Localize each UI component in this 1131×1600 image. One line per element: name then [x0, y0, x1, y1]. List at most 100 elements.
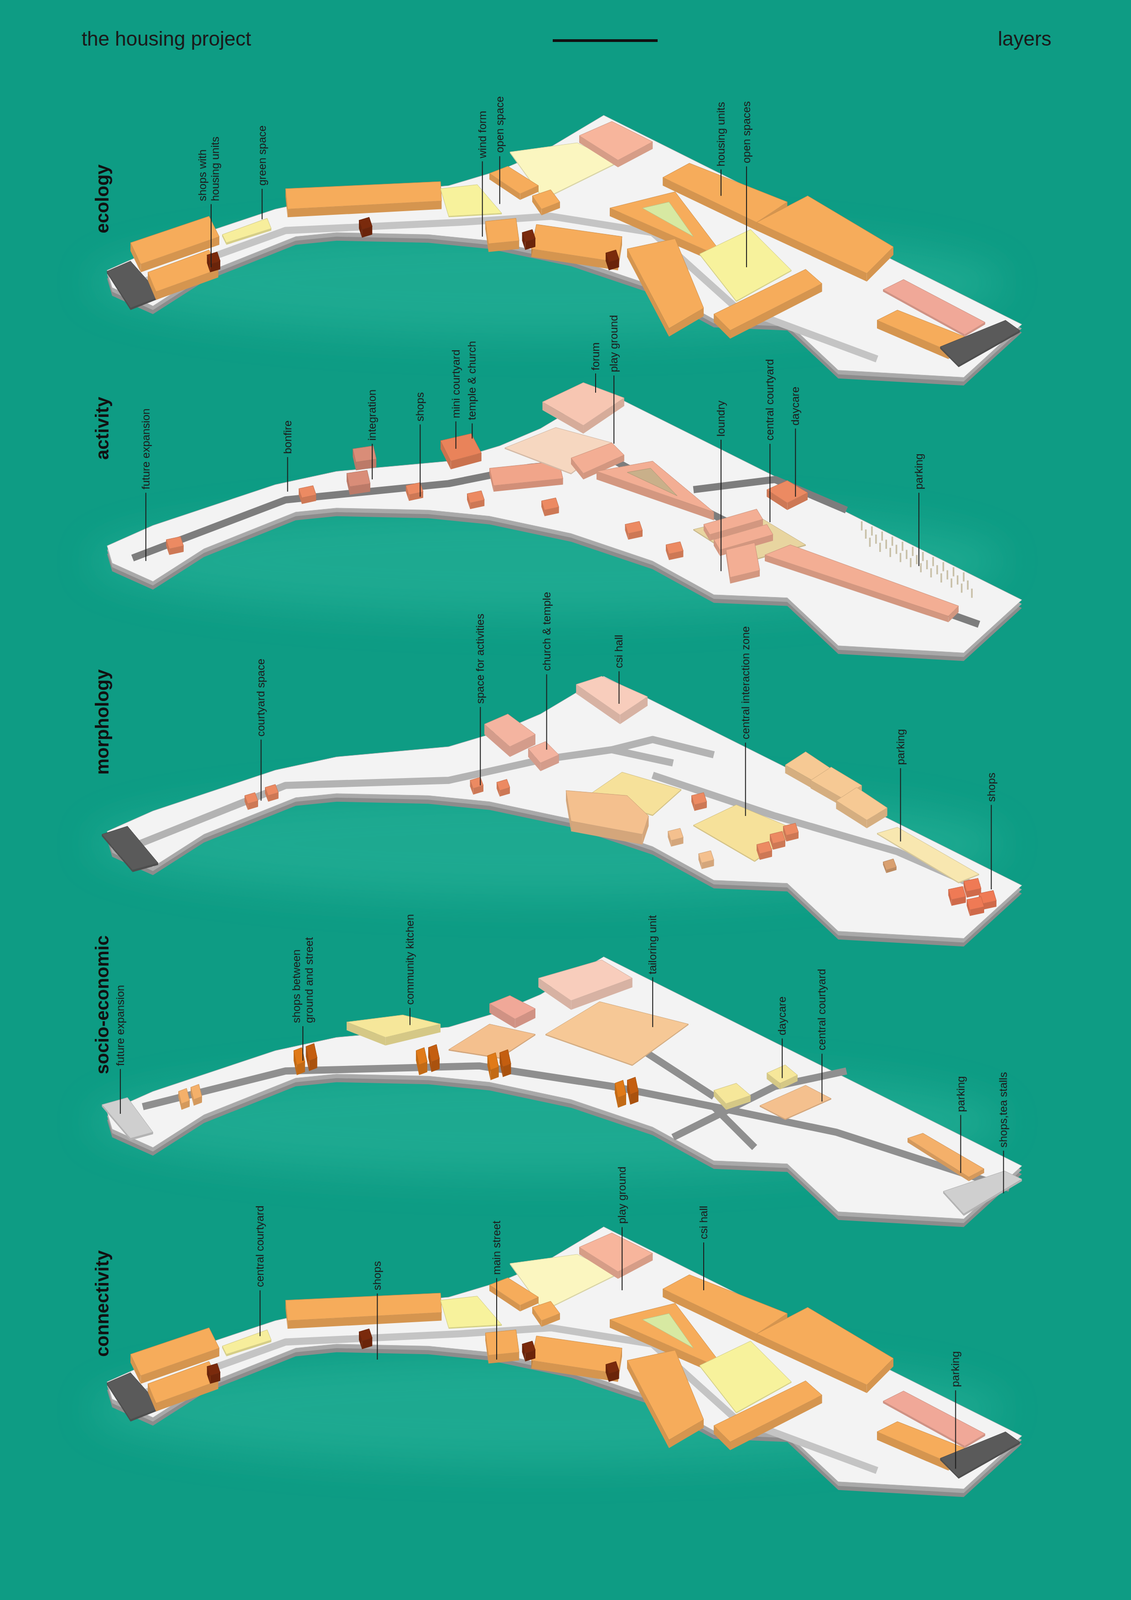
building-top	[531, 1335, 623, 1374]
building-top	[883, 858, 897, 871]
parking-post	[881, 531, 884, 541]
layer-plate: morphology	[86, 655, 1031, 962]
plate-illustration	[86, 936, 1031, 1243]
building-top	[605, 249, 619, 263]
building-top	[698, 850, 715, 863]
parking-post	[875, 534, 877, 544]
building-top	[264, 784, 279, 796]
building-top	[764, 544, 959, 617]
building-top	[963, 877, 981, 892]
parking-post	[946, 570, 949, 580]
building-top	[532, 1301, 560, 1321]
building-top	[545, 1001, 689, 1065]
building-top	[627, 467, 678, 496]
road	[132, 216, 877, 359]
callout-label: church & temple	[540, 591, 554, 671]
building-top	[222, 218, 271, 244]
leader-line	[720, 439, 722, 571]
label-anchor: bonfire	[287, 453, 322, 467]
leader-line	[261, 188, 263, 220]
parking-post	[942, 561, 945, 571]
label-anchor: daycare	[782, 1035, 821, 1048]
leader-line	[479, 706, 481, 786]
building-top	[285, 1293, 442, 1321]
label-anchor: csi hall	[618, 668, 653, 681]
building-top	[298, 485, 317, 498]
leader-line	[918, 492, 920, 566]
callout-label: open space	[493, 96, 507, 153]
leader-line	[745, 742, 747, 816]
building-top	[876, 827, 980, 883]
building-top	[538, 959, 633, 1001]
building-top	[484, 713, 536, 747]
label-anchor: layers	[997, 26, 1052, 51]
parking-post	[930, 568, 933, 578]
building-top	[522, 229, 536, 242]
callout-label: parking	[954, 1075, 968, 1112]
parking-post	[940, 573, 943, 583]
plate-top	[107, 676, 1023, 939]
plate-illustration	[86, 370, 1031, 677]
label-anchor: central courtyard	[821, 1050, 904, 1064]
label-anchor: shops	[377, 1290, 407, 1303]
leader-line	[546, 674, 548, 750]
leader-line	[794, 428, 796, 498]
parking-post	[916, 555, 919, 565]
layer-heading: morphology	[91, 669, 113, 775]
leader-line	[652, 977, 654, 1028]
parking-post	[895, 544, 898, 554]
building-top	[726, 542, 760, 578]
road	[612, 739, 715, 755]
building-top	[940, 320, 1020, 365]
label-anchor: central courtyard	[259, 1286, 342, 1300]
label-anchor: community kitchen	[409, 1004, 501, 1018]
building-top	[596, 461, 714, 513]
callout-label: shops between ground and street	[290, 924, 316, 1023]
road	[713, 1106, 755, 1147]
callout-label: wind form	[476, 110, 489, 159]
leader-line	[769, 443, 771, 523]
label-anchor: wind form	[482, 158, 530, 172]
building-top	[948, 886, 966, 900]
leader-line	[954, 1390, 956, 1469]
callout-label: parking	[912, 453, 926, 490]
leader-line	[145, 492, 147, 561]
label-anchor: play ground	[622, 1223, 680, 1237]
building-top	[207, 1363, 221, 1376]
callout-label: temple & church	[465, 341, 479, 421]
callout-label: tailoring unit	[646, 914, 659, 974]
label-anchor: shops,tea stalls	[1003, 1147, 1079, 1161]
parking-post	[962, 572, 965, 582]
leader-line	[259, 1290, 261, 1336]
label-anchor: shops between ground and street	[302, 1022, 401, 1049]
layer-heading: socio-economic	[91, 934, 113, 1074]
road	[142, 1065, 1010, 1189]
parking-post	[869, 537, 872, 547]
building-top	[575, 676, 648, 716]
callout-label: central courtyard	[253, 1205, 267, 1287]
parking-post	[922, 551, 924, 561]
building-top	[489, 166, 539, 194]
building-top	[759, 1084, 832, 1119]
road	[132, 1328, 877, 1471]
building-top	[306, 1043, 318, 1061]
callout-label: parking	[949, 1351, 962, 1388]
label-anchor: church & temple	[546, 670, 626, 684]
building-top	[565, 790, 649, 835]
leader-line	[595, 373, 597, 393]
label-anchor: parking	[960, 1111, 997, 1125]
leader-line	[499, 155, 501, 204]
building-top	[614, 1079, 627, 1098]
water-glow	[91, 228, 1004, 1464]
building-top	[440, 184, 502, 217]
callout-label: open spaces	[740, 101, 753, 164]
building-top	[346, 1014, 441, 1038]
label-anchor: future expansion	[145, 489, 227, 503]
building-top	[541, 497, 559, 510]
parking-post	[936, 565, 939, 575]
plate-group	[107, 1226, 1023, 1498]
callout-label: csi hall	[612, 634, 626, 668]
building-top	[713, 269, 822, 331]
parking-post	[905, 549, 908, 559]
label-anchor: temple & church	[472, 420, 551, 433]
